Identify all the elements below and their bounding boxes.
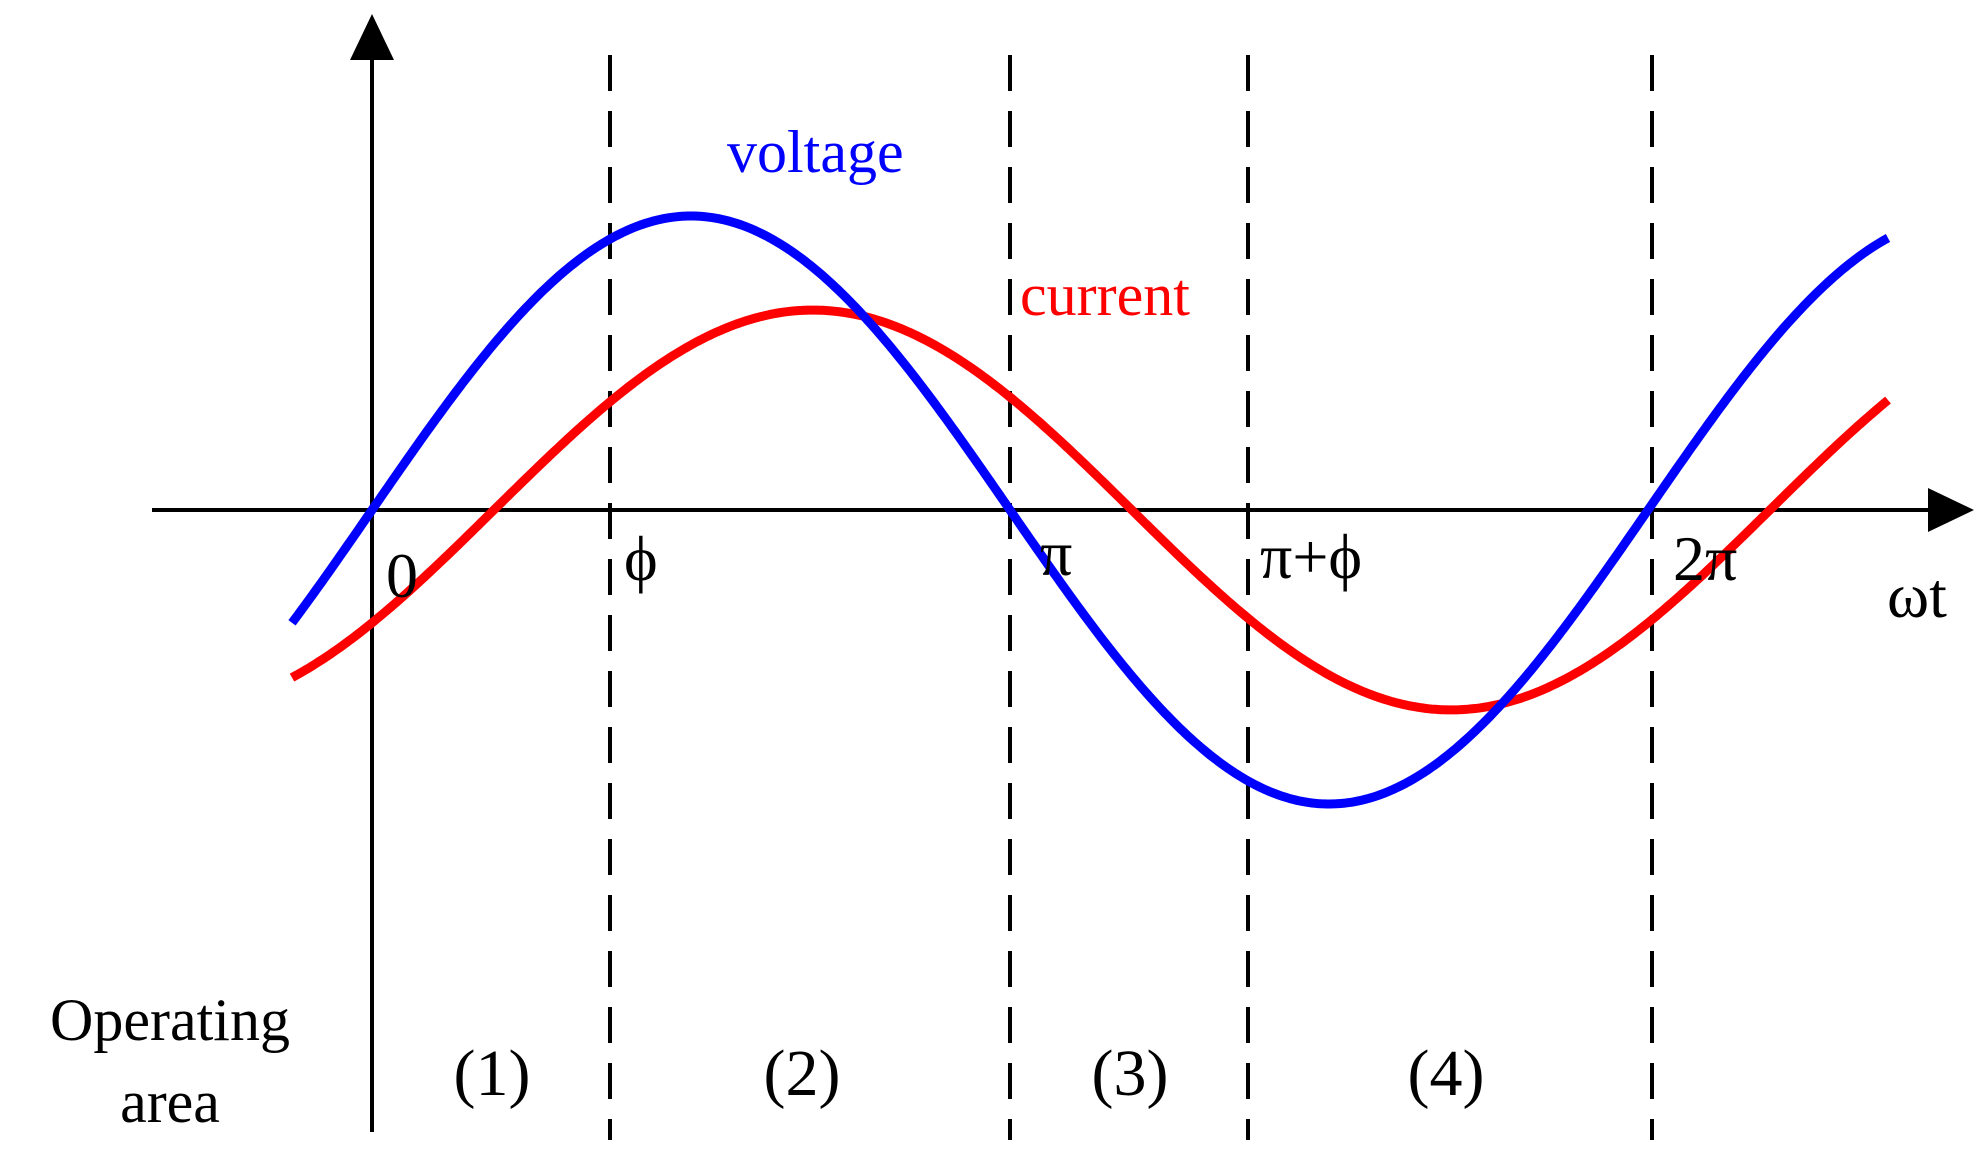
x-axis-arrow bbox=[1928, 488, 1974, 532]
tick-label-pi: π bbox=[1040, 518, 1072, 589]
x-axis-label: ωt bbox=[1887, 560, 1947, 631]
current-curve bbox=[289, 305, 1891, 715]
voltage-label: voltage bbox=[727, 119, 904, 185]
tick-label-two-pi: 2π bbox=[1673, 523, 1737, 594]
region-label-2: (2) bbox=[764, 1037, 841, 1110]
region-label-4: (4) bbox=[1408, 1037, 1485, 1110]
operating-area-label-line1: Operating bbox=[50, 987, 290, 1053]
y-axis-arrow bbox=[350, 14, 394, 60]
tick-label-pi-plus-phi: π+ϕ bbox=[1260, 521, 1362, 592]
tick-label-phi: ϕ bbox=[624, 523, 658, 594]
current-label: current bbox=[1020, 262, 1190, 328]
voltage-curve bbox=[288, 211, 1891, 809]
region-label-3: (3) bbox=[1092, 1037, 1169, 1110]
region-label-1: (1) bbox=[454, 1037, 531, 1110]
operating-area-label-line2: area bbox=[120, 1069, 220, 1135]
tick-label-zero: 0 bbox=[386, 540, 418, 611]
